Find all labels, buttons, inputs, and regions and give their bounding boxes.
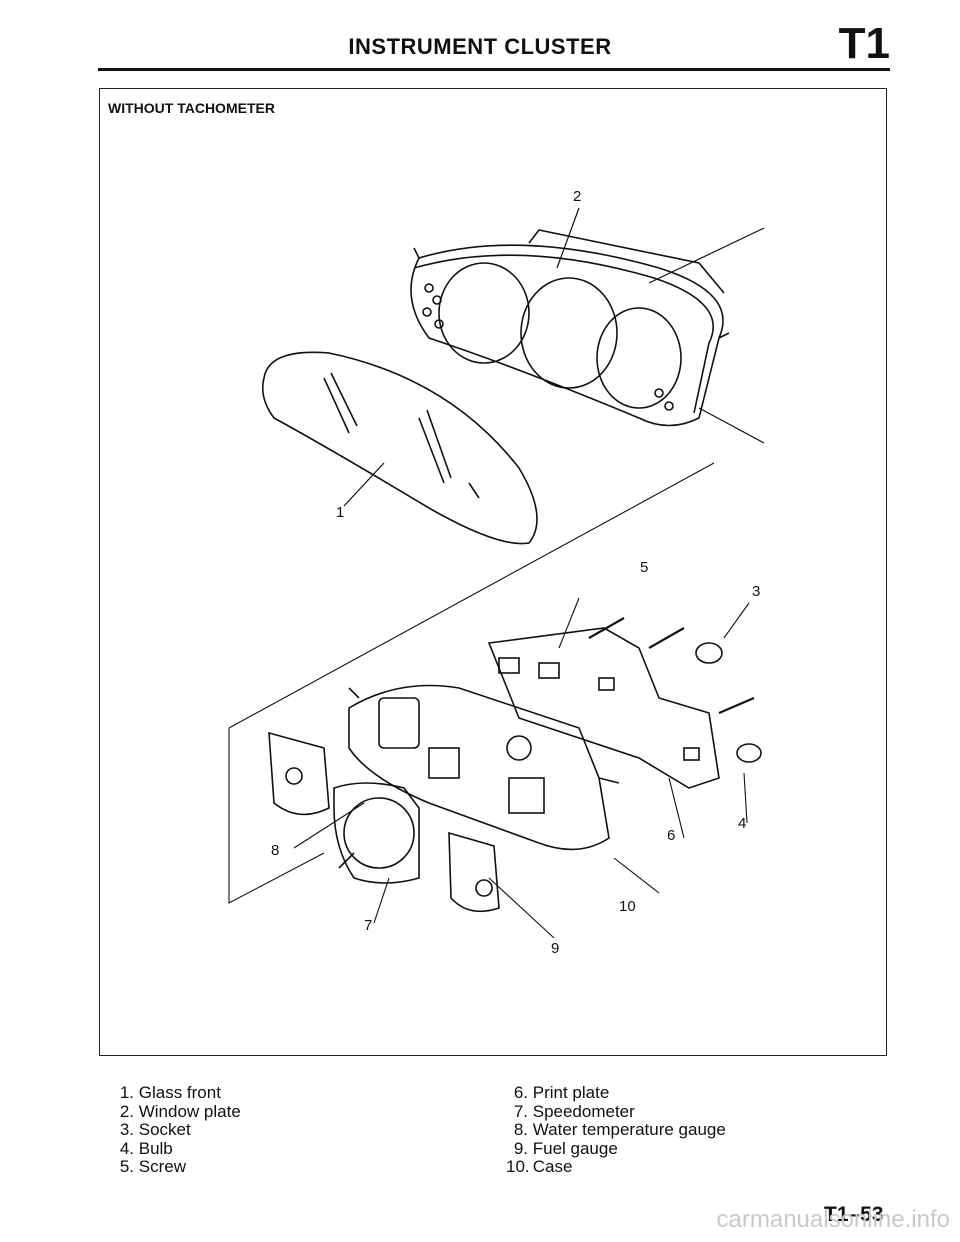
section-code: T1 xyxy=(838,19,890,68)
legend-item: 8. Water temperature gauge xyxy=(513,1120,726,1139)
callout-7: 7 xyxy=(364,917,372,934)
legend-item: 2. Window plate xyxy=(119,1101,241,1121)
fuel-gauge-drawing xyxy=(448,831,500,913)
legend-item: 9. Fuel gauge xyxy=(513,1138,618,1158)
callout-2: 2 xyxy=(573,188,581,205)
callout-9: 9 xyxy=(551,940,559,957)
callout-labels: 2 1 5 3 4 6 8 10 7 9 xyxy=(271,188,760,957)
legend-left: 1. Glass front 2. Window plate 3. Socket… xyxy=(112,1083,241,1177)
watermark-text: carmanualsonline.info xyxy=(716,1206,950,1233)
callout-10: 10 xyxy=(619,898,636,915)
callout-6: 6 xyxy=(667,827,675,844)
page-number: T1–53 xyxy=(824,1203,884,1226)
exploded-diagram: 2 1 5 3 4 6 8 10 7 9 xyxy=(228,188,765,957)
speedometer-drawing xyxy=(333,782,420,884)
glass-front-drawing xyxy=(261,351,538,545)
header-rule xyxy=(98,68,890,71)
socket-bulb-drawing xyxy=(695,642,762,763)
legend-item: 3. Socket xyxy=(119,1120,191,1139)
legend-item: 7. Speedometer xyxy=(513,1101,635,1121)
case-drawing xyxy=(348,684,620,851)
legend-item: 5. Screw xyxy=(119,1157,186,1176)
callout-1: 1 xyxy=(336,504,344,521)
page-title: INSTRUMENT CLUSTER xyxy=(348,34,612,59)
print-plate-drawing xyxy=(487,627,720,789)
legend-right: 6. Print plate 7. Speedometer 8. Water t… xyxy=(506,1083,726,1177)
callout-5: 5 xyxy=(640,559,648,576)
legend-item: 4. Bulb xyxy=(119,1138,173,1158)
legend-item: 1. Glass front xyxy=(119,1083,221,1102)
figure-heading: WITHOUT TACHOMETER xyxy=(108,100,275,116)
water-temp-gauge-drawing xyxy=(268,731,330,816)
callout-8: 8 xyxy=(271,842,279,859)
callout-3: 3 xyxy=(752,583,760,600)
legend-item: 10. Case xyxy=(506,1157,573,1176)
callout-4: 4 xyxy=(738,815,746,832)
figure-frame xyxy=(99,88,887,1056)
window-plate-drawing xyxy=(410,229,730,427)
legend-item: 6. Print plate xyxy=(513,1083,610,1102)
